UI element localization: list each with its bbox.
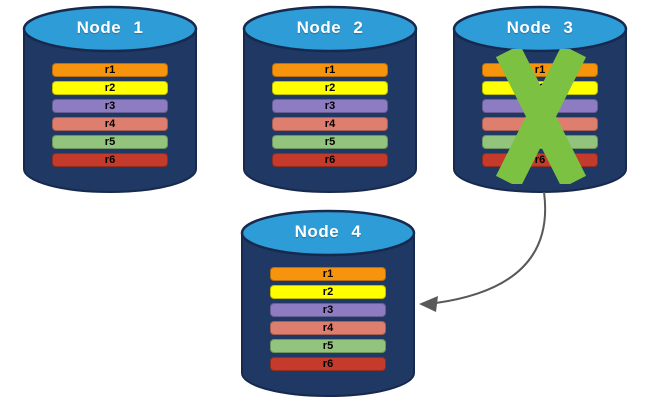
replica-row: r5 <box>52 135 168 149</box>
replica-row: r1 <box>52 63 168 77</box>
replica-row: r6 <box>272 153 388 167</box>
replica-row: r4 <box>272 117 388 131</box>
cylinder-top <box>242 5 418 53</box>
node-label: Node 4 <box>294 222 362 241</box>
node-3: Node 3 r1 r2 r3 r4 r5 r6 <box>452 4 628 194</box>
replica-row: r3 <box>270 303 386 317</box>
replica-rows: r1 r2 r3 r4 r5 r6 <box>52 63 168 171</box>
replica-row: r2 <box>52 81 168 95</box>
replica-rows: r1 r2 r3 r4 r5 r6 <box>270 267 386 375</box>
replica-row: r6 <box>52 153 168 167</box>
node-label: Node 2 <box>296 18 364 37</box>
replica-row: r2 <box>270 285 386 299</box>
replica-row: r4 <box>270 321 386 335</box>
replica-row: r6 <box>270 357 386 371</box>
replica-row: r5 <box>270 339 386 353</box>
node-4: Node 4 r1 r2 r3 r4 r5 r6 <box>240 208 416 398</box>
cylinder-top <box>452 5 628 53</box>
node-label: Node 1 <box>76 18 144 37</box>
node-2: Node 2 r1 r2 r3 r4 r5 r6 <box>242 4 418 194</box>
replica-row: r3 <box>52 99 168 113</box>
arrow-curve <box>435 191 547 304</box>
replica-rows: r1 r2 r3 r4 r5 r6 <box>272 63 388 171</box>
failure-x-icon <box>495 49 587 184</box>
arrowhead-icon <box>419 296 438 312</box>
replica-row: r3 <box>272 99 388 113</box>
replica-row: r1 <box>272 63 388 77</box>
cylinder-top <box>240 209 416 257</box>
replica-row: r2 <box>272 81 388 95</box>
replica-row: r5 <box>272 135 388 149</box>
node-1: Node 1 r1 r2 r3 r4 r5 r6 <box>22 4 198 194</box>
node-label: Node 3 <box>506 18 574 37</box>
cylinder-top <box>22 5 198 53</box>
replica-row: r4 <box>52 117 168 131</box>
replica-row: r1 <box>270 267 386 281</box>
